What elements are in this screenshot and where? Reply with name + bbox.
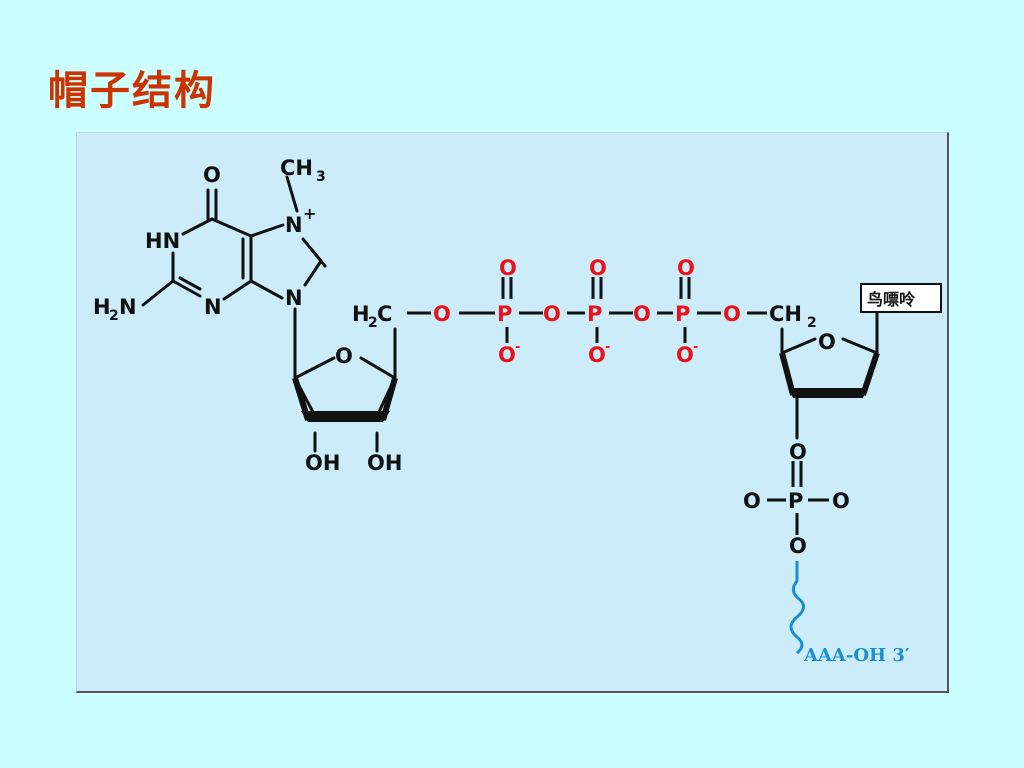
triphosphate-o2: O <box>543 302 561 326</box>
n7-positive-charge: + <box>303 204 316 223</box>
right-ribose-bonds <box>780 311 879 440</box>
amino-sub: 2 <box>109 308 119 324</box>
right-ribose-wedge <box>789 388 867 398</box>
gamma-phosphorus: P <box>675 302 690 326</box>
alpha-phosphorus: P <box>497 302 512 326</box>
base-label-box <box>860 283 942 313</box>
guanine-carbonyl-o: O <box>203 163 221 187</box>
triphosphate-o4: O <box>723 302 741 326</box>
rna-tail-label: AAA-OH 3′ <box>803 645 910 666</box>
guanine-bonds <box>141 175 327 380</box>
beta-anion-charge: - <box>605 340 610 355</box>
beta-anion-o: O <box>588 343 606 367</box>
left-ribose-ring-o: O <box>335 344 353 368</box>
phosphodiester-o-right: O <box>832 489 850 513</box>
right-ribose-ring-o: O <box>818 330 836 354</box>
phosphodiester-o-bottom: O <box>789 534 807 558</box>
left-ch2-sub: 2 <box>368 315 378 331</box>
right-ch2: CH <box>769 302 802 326</box>
cap-structure-diagram: O CH 3 N + HN H 2 N N N O OH OH H 2 C O … <box>93 156 942 666</box>
beta-double-o: O <box>589 256 607 280</box>
alpha-anion-o: O <box>498 343 516 367</box>
triphosphate-o1: O <box>433 302 451 326</box>
base-label-guanine: 鸟嘌呤 <box>867 290 916 309</box>
guanine-n1h: HN <box>145 229 180 253</box>
left-ch2-h: H <box>352 302 370 326</box>
guanine-n7: N <box>285 213 303 237</box>
gamma-anion-o: O <box>676 343 694 367</box>
right-ch2-sub: 2 <box>807 315 817 331</box>
alpha-double-o: O <box>499 256 517 280</box>
phosphodiester-o-top: O <box>789 440 807 464</box>
slide-title: 帽子结构 <box>48 67 216 114</box>
amino-h: H <box>93 295 111 319</box>
guanine-n3: N <box>204 295 222 319</box>
left-ribose-3-oh: OH <box>367 451 402 475</box>
beta-phosphorus: P <box>587 302 602 326</box>
left-ribose-wedge <box>301 411 390 422</box>
methyl-sub: 3 <box>316 169 326 185</box>
rna-tail-wave <box>789 561 805 655</box>
left-ribose-wedge-right <box>380 377 398 421</box>
phosphodiester-p: P <box>788 489 803 513</box>
left-ribose-wedge-left <box>292 377 311 421</box>
methyl-ch: CH <box>280 156 313 180</box>
left-ch2-c: C <box>377 302 392 326</box>
right-ribose-wedge-right <box>860 352 880 396</box>
triphosphate-bonds <box>459 277 767 343</box>
triphosphate-o3: O <box>633 302 651 326</box>
alpha-anion-charge: - <box>515 340 520 355</box>
cap-structure-figure: O CH 3 N + HN H 2 N N N O OH OH H 2 C O … <box>76 132 949 693</box>
phosphodiester-bonds <box>767 461 829 535</box>
phosphodiester-o-left: O <box>743 489 761 513</box>
gamma-double-o: O <box>677 256 695 280</box>
amino-n: N <box>119 295 137 319</box>
guanine-n9: N <box>285 286 303 310</box>
left-ribose-2-oh: OH <box>305 451 340 475</box>
gamma-anion-charge: - <box>693 340 698 355</box>
right-ribose-wedge-left <box>779 352 796 396</box>
